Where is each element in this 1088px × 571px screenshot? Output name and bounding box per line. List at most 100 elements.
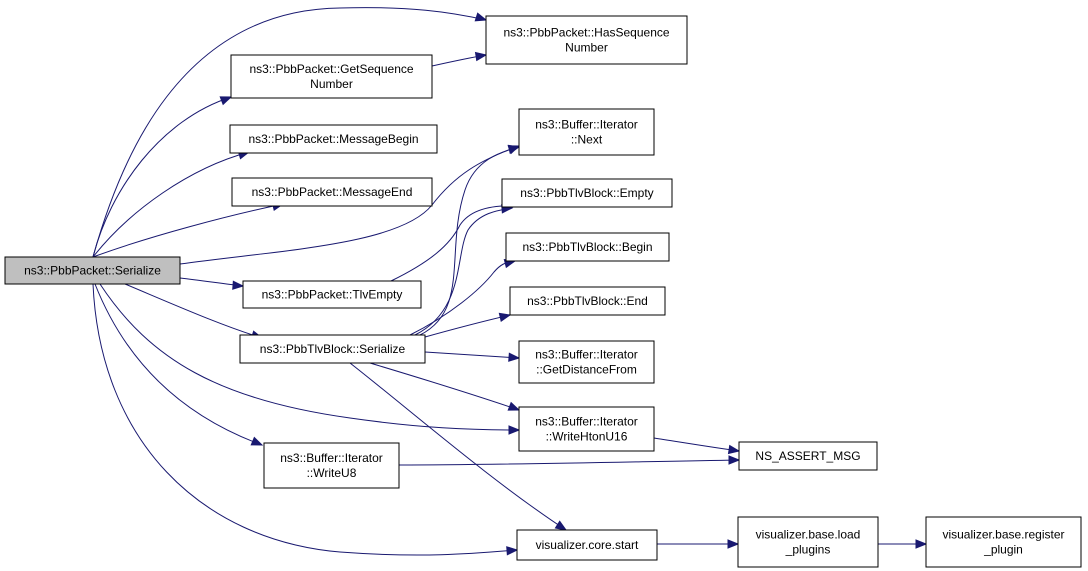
node-viz_register[interactable]: visualizer.base.register_plugin bbox=[925, 516, 1082, 568]
edge-serialize-to-viz_start bbox=[92, 283, 519, 556]
node-box[interactable] bbox=[738, 441, 878, 471]
edges-layer bbox=[92, 7, 928, 556]
node-box[interactable] bbox=[518, 406, 655, 452]
node-viz_load[interactable]: visualizer.base.load_plugins bbox=[737, 516, 879, 568]
node-msg_end[interactable]: ns3::PbbPacket::MessageEnd bbox=[231, 177, 433, 207]
edge-tlvblock_serialize-to-tlvblock_end bbox=[424, 312, 512, 338]
node-label: ns3::PbbPacket::MessageEnd bbox=[252, 185, 413, 199]
node-box[interactable] bbox=[485, 15, 688, 65]
node-tlv_empty[interactable]: ns3::PbbPacket::TlvEmpty bbox=[242, 280, 422, 309]
node-tlvblock_begin[interactable]: ns3::PbbTlvBlock::Begin bbox=[505, 232, 670, 262]
edge-tlvblock_serialize-to-tlvblock_begin bbox=[409, 258, 517, 336]
edge-line bbox=[92, 283, 518, 556]
node-label: ns3::Buffer::Iterator bbox=[535, 118, 638, 132]
edge-arrowhead bbox=[915, 539, 928, 549]
node-label: ns3::Buffer::Iterator bbox=[535, 348, 638, 362]
node-label: NS_ASSERT_MSG bbox=[755, 449, 860, 463]
node-serialize[interactable]: ns3::PbbPacket::Serialize bbox=[4, 256, 181, 285]
edge-line bbox=[398, 459, 740, 466]
node-label: visualizer.base.load bbox=[756, 528, 861, 542]
node-tlvblock_end[interactable]: ns3::PbbTlvBlock::End bbox=[509, 286, 666, 316]
edge-arrowhead bbox=[506, 546, 519, 556]
node-box[interactable] bbox=[239, 334, 426, 364]
edge-arrowhead bbox=[727, 444, 741, 455]
node-tlvblock_empty[interactable]: ns3::PbbTlvBlock::Empty bbox=[501, 178, 673, 208]
edge-tlvblock_serialize-to-get_distance bbox=[424, 351, 521, 362]
edge-arrowhead bbox=[728, 455, 741, 465]
node-box[interactable] bbox=[505, 232, 670, 262]
node-label: _plugins bbox=[785, 543, 831, 557]
node-box[interactable] bbox=[242, 280, 422, 309]
edge-serialize-to-tlv_empty bbox=[179, 277, 245, 290]
node-get_distance[interactable]: ns3::Buffer::Iterator::GetDistanceFrom bbox=[518, 340, 655, 384]
node-iter_next[interactable]: ns3::Buffer::Iterator::Next bbox=[518, 108, 655, 156]
node-box[interactable] bbox=[263, 442, 400, 489]
edge-tlvblock_serialize-to-write_hton bbox=[369, 362, 521, 411]
node-box[interactable] bbox=[925, 516, 1082, 568]
node-box[interactable] bbox=[518, 340, 655, 384]
edge-serialize-to-write_hton bbox=[99, 283, 521, 435]
node-label: Number bbox=[565, 41, 608, 55]
node-ns_assert[interactable]: NS_ASSERT_MSG bbox=[738, 441, 878, 471]
edge-line bbox=[99, 283, 520, 431]
edge-arrowhead bbox=[508, 352, 521, 362]
edge-line bbox=[424, 351, 520, 359]
edge-arrowhead bbox=[474, 51, 488, 62]
node-label: ns3::PbbTlvBlock::End bbox=[527, 294, 648, 308]
edge-line bbox=[349, 362, 567, 531]
edge-serialize-to-has_seq bbox=[92, 7, 488, 258]
node-box[interactable] bbox=[4, 256, 181, 285]
node-box[interactable] bbox=[230, 54, 433, 99]
edge-line bbox=[414, 207, 513, 336]
node-tlvblock_serialize[interactable]: ns3::PbbTlvBlock::Serialize bbox=[239, 334, 426, 364]
edge-arrowhead bbox=[232, 280, 245, 290]
edge-tlvblock_serialize-to-viz_start bbox=[349, 362, 568, 531]
node-label: visualizer.base.register bbox=[942, 528, 1064, 542]
edge-serialize-to-tlvblock_serialize bbox=[124, 283, 264, 340]
node-box[interactable] bbox=[516, 529, 658, 561]
edge-line bbox=[369, 362, 520, 411]
edge-line bbox=[92, 203, 284, 258]
node-box[interactable] bbox=[229, 124, 438, 154]
edge-tlvblock_serialize-to-iter_next bbox=[419, 144, 521, 336]
node-label: ns3::PbbPacket::Serialize bbox=[24, 264, 161, 278]
edge-line bbox=[390, 205, 516, 282]
node-viz_start[interactable]: visualizer.core.start bbox=[516, 529, 658, 561]
edge-serialize-to-msg_end bbox=[92, 201, 285, 258]
edge-line bbox=[419, 146, 520, 336]
edge-arrowhead bbox=[508, 425, 521, 435]
node-box[interactable] bbox=[509, 286, 666, 316]
edge-viz_load-to-viz_register bbox=[878, 539, 928, 549]
nodes-layer: ns3::PbbPacket::Serializens3::PbbPacket:… bbox=[4, 15, 1082, 568]
node-label: ns3::PbbTlvBlock::Empty bbox=[520, 186, 653, 200]
node-box[interactable] bbox=[518, 108, 655, 156]
edge-arrowhead bbox=[498, 312, 512, 322]
node-box[interactable] bbox=[737, 516, 879, 568]
node-box[interactable] bbox=[501, 178, 673, 208]
edge-write_u8-to-ns_assert bbox=[398, 455, 741, 466]
edge-line bbox=[179, 145, 520, 265]
edge-line bbox=[409, 260, 516, 336]
node-label: ns3::PbbPacket::GetSequence bbox=[249, 62, 413, 76]
node-label: ns3::Buffer::Iterator bbox=[280, 451, 383, 465]
node-box[interactable] bbox=[231, 177, 433, 207]
node-write_u8[interactable]: ns3::Buffer::Iterator::WriteU8 bbox=[263, 442, 400, 489]
node-write_hton[interactable]: ns3::Buffer::Iterator::WriteHtonU16 bbox=[518, 406, 655, 452]
edge-line bbox=[124, 283, 263, 339]
edge-line bbox=[94, 283, 263, 446]
node-label: ns3::PbbTlvBlock::Serialize bbox=[260, 342, 406, 356]
node-label: Number bbox=[310, 77, 353, 91]
edge-line bbox=[92, 7, 487, 258]
edge-serialize-to-get_seq bbox=[92, 96, 233, 258]
edge-arrowhead bbox=[507, 401, 521, 411]
node-label: ::WriteU8 bbox=[307, 466, 357, 480]
edge-viz_start-to-viz_load bbox=[657, 539, 740, 549]
edge-arrowhead bbox=[727, 539, 740, 549]
node-msg_begin[interactable]: ns3::PbbPacket::MessageBegin bbox=[229, 124, 438, 154]
node-label: ns3::PbbPacket::HasSequence bbox=[503, 26, 669, 40]
edge-arrowhead bbox=[507, 144, 521, 154]
edge-tlvblock_serialize-to-tlvblock_empty bbox=[414, 204, 514, 336]
